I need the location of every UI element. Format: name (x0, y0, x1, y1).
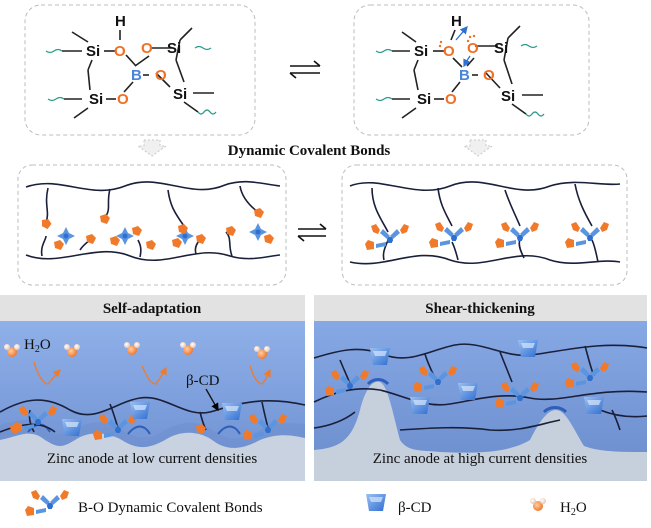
si-atom: Si (501, 88, 515, 105)
dynamic-covalent-bonds-title: Dynamic Covalent Bonds (228, 143, 391, 159)
electron-shift-arrow (455, 26, 468, 41)
zinc-anode-high-label: Zinc anode at high current densities (373, 451, 588, 467)
si-atom: Si (86, 43, 100, 60)
down-arrow-left (136, 139, 168, 157)
beta-cd-pointer-arrow (205, 388, 219, 412)
legend-water-label: H2O (560, 500, 587, 518)
polymer-wave (47, 96, 65, 102)
legend-bond-icon (25, 490, 69, 516)
zinc-anode-low-label: Zinc anode at low current densities (47, 451, 258, 467)
o-atom: O (443, 43, 455, 60)
network-decorations-left (40, 208, 274, 250)
o-atom: O (467, 40, 479, 57)
panel-right-chains (313, 343, 648, 432)
si-atom: Si (417, 91, 431, 108)
polymer-wave (375, 96, 393, 102)
legend: B-O Dynamic Covalent Bonds β-CD H2O (25, 490, 587, 518)
si-atom: Si (173, 86, 187, 103)
si-atom: Si (89, 91, 103, 108)
water-trajectories (33, 361, 271, 385)
b-atom: B (459, 67, 470, 84)
polymer-wave (194, 45, 212, 51)
equilibrium-arrow-top (289, 60, 321, 79)
network-decorations-right (365, 222, 609, 250)
legend-beta-cd-icon (366, 494, 386, 511)
o-atom: O (445, 91, 457, 108)
o-atom: O (114, 43, 126, 60)
polymer-chains-right (349, 181, 621, 265)
polymer-wave (197, 109, 217, 115)
molecule-left (62, 27, 214, 119)
polymer-wave (375, 48, 393, 54)
legend-beta-cd-label: β-CD (398, 500, 432, 516)
beta-cd-label: β-CD (186, 373, 220, 389)
o-atom: O (141, 40, 153, 57)
polymer-wave (525, 111, 545, 117)
self-adaptation-title: Self-adaptation (103, 301, 202, 317)
legend-water-icon (530, 498, 546, 511)
equilibrium-arrow-middle (297, 223, 327, 242)
h-atom: H (115, 13, 126, 30)
h-atom: H (451, 13, 462, 30)
network-box-right (341, 164, 628, 286)
si-atom: Si (167, 40, 181, 57)
o-atom: O (483, 67, 495, 84)
lone-pair-dots (438, 34, 476, 48)
si-atom: Si (494, 40, 508, 57)
b-atom: B (131, 67, 142, 84)
water-label: H2O (24, 337, 51, 355)
down-arrow-right (462, 139, 494, 157)
o-atom: O (117, 91, 129, 108)
molecule-right (392, 25, 543, 119)
polymer-wave (520, 43, 538, 49)
o-atom: O (155, 67, 167, 84)
structure-box-right (353, 4, 590, 136)
legend-bond-label: B-O Dynamic Covalent Bonds (78, 500, 263, 516)
electron-shift-arrow (463, 55, 471, 68)
shear-thickening-title: Shear-thickening (425, 301, 535, 317)
network-box-left (17, 164, 287, 286)
structure-box-left (24, 4, 256, 136)
si-atom: Si (414, 43, 428, 60)
polymer-wave (45, 48, 63, 54)
